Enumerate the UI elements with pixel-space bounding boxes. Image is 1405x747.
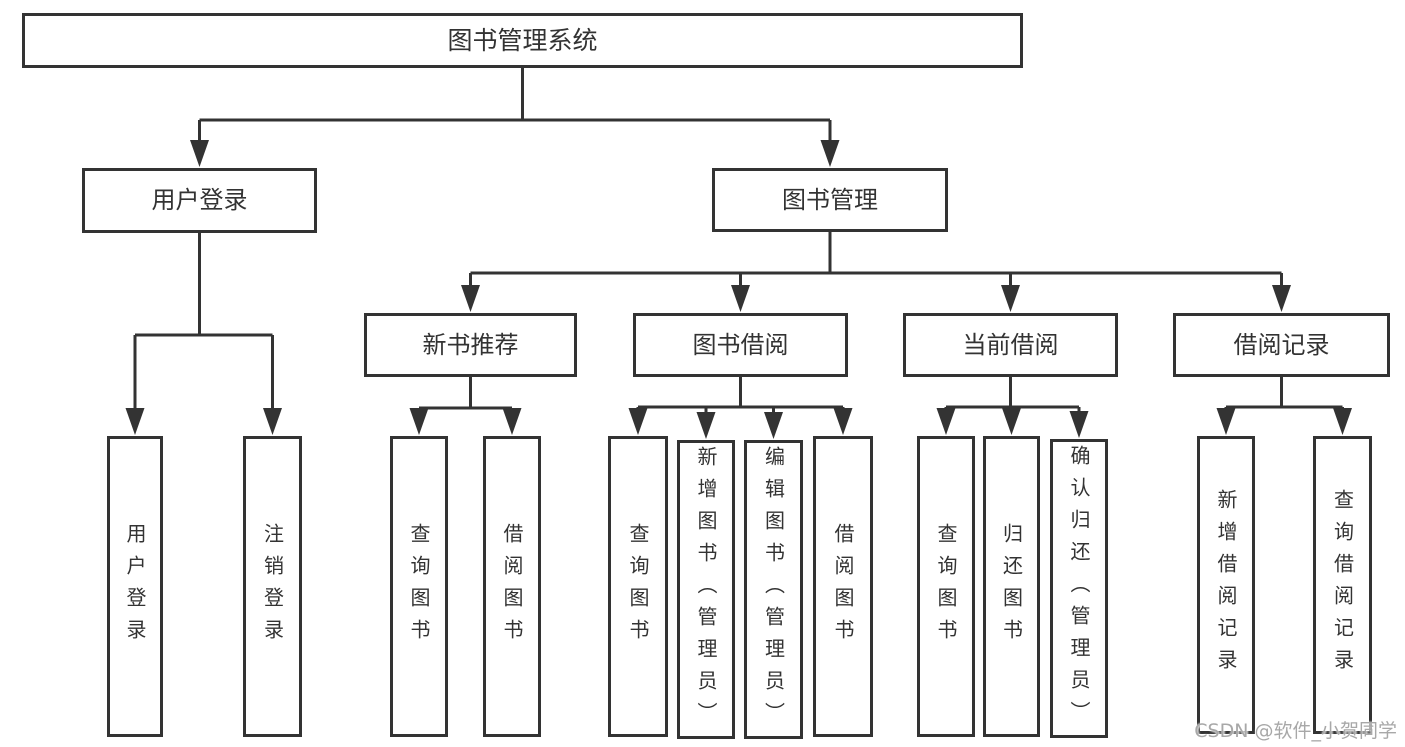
arrowhead [409,408,429,435]
node-nr_query: 查询图书 [390,436,448,737]
arrowhead [820,140,840,167]
node-label: 图书借阅 [692,330,789,359]
arrowhead [1216,408,1236,435]
node-label: 查询借阅记录 [1330,489,1355,681]
node-label: 借阅记录 [1233,330,1330,359]
node-bb_borrow: 借阅图书 [813,436,873,737]
arrowhead [1272,285,1291,312]
node-label: 图书管理 [782,185,878,214]
node-label: 归还图书 [999,522,1024,651]
node-label: 用户登录 [151,186,248,215]
node-label: 新书推荐 [422,330,519,359]
arrowhead [833,408,853,435]
arrowhead [1002,408,1021,435]
node-label: 查询图书 [626,522,650,651]
node-label: 确认归还（管理员） [1067,444,1091,733]
node-label: 图书管理系统 [447,25,598,55]
node-label: 用户登录 [123,522,147,651]
arrowhead [764,412,783,439]
node-label: 借阅图书 [831,522,855,651]
arrowhead [628,408,648,435]
arrowhead [125,408,145,435]
node-cb_query: 查询图书 [917,436,975,737]
arrowhead [502,408,522,435]
node-current_borrow: 当前借阅 [903,313,1118,377]
node-cb_confirm: 确认归还（管理员） [1050,439,1108,738]
node-br_query: 查询借阅记录 [1313,436,1372,734]
node-label: 当前借阅 [962,330,1059,359]
arrowhead [1069,411,1089,438]
node-borrow_records: 借阅记录 [1173,313,1390,377]
arrowhead [731,285,750,312]
node-root: 图书管理系统 [22,13,1023,68]
node-label: 新增图书（管理员） [694,445,718,734]
node-book_borrow: 图书借阅 [633,313,848,377]
node-cb_return: 归还图书 [983,436,1040,737]
node-user_login: 用户登录 [82,168,317,233]
arrowhead [263,408,282,435]
node-label: 借阅图书 [500,522,524,651]
node-book_mgmt: 图书管理 [712,168,948,232]
node-label: 编辑图书（管理员） [761,445,786,734]
node-label: 查询图书 [934,522,958,651]
node-label: 注销登录 [260,522,285,651]
node-logout: 注销登录 [243,436,302,737]
node-bb_add: 新增图书（管理员） [677,440,735,739]
arrowhead [936,408,956,435]
node-label: 查询图书 [407,522,431,651]
arrowhead [461,285,480,312]
node-br_add: 新增借阅记录 [1197,436,1255,734]
node-nr_borrow: 借阅图书 [483,436,541,737]
node-new_book_rec: 新书推荐 [364,313,577,377]
node-bb_edit: 编辑图书（管理员） [744,440,803,739]
arrowhead [1001,285,1020,312]
node-label: 新增借阅记录 [1214,489,1238,681]
arrowhead [1333,408,1352,435]
arrowhead [696,412,716,439]
node-login: 用户登录 [107,436,163,737]
watermark: CSDN @软件_小贺同学 [1194,720,1397,742]
arrowhead [190,140,209,167]
node-bb_query: 查询图书 [608,436,668,737]
